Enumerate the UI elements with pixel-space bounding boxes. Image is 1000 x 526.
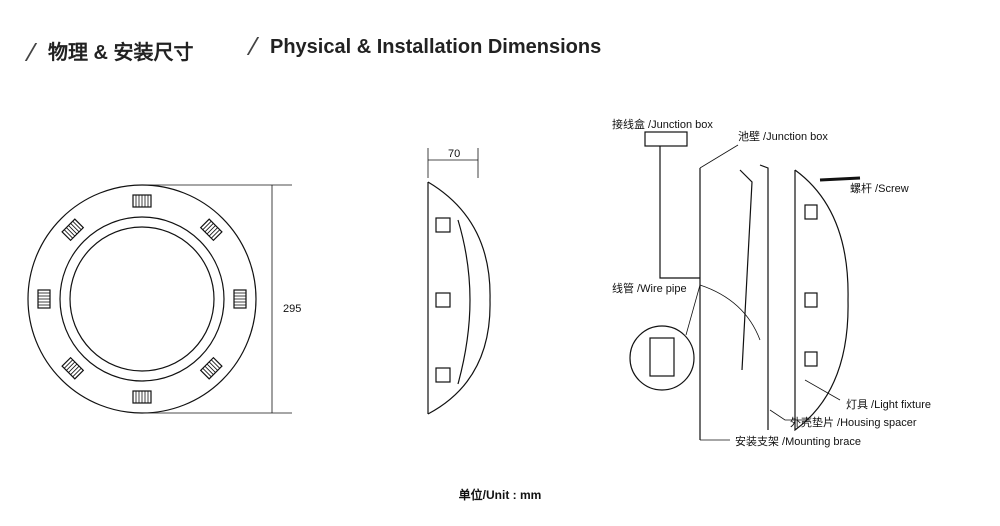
vent-slot (132, 390, 152, 404)
cable-line (699, 284, 761, 341)
vent-slot (199, 218, 223, 242)
vent-slot (61, 218, 85, 242)
housing-spacer-shape (759, 164, 769, 430)
label-junction-box-pool: 池壁 /Junction box (738, 129, 828, 143)
wire-pipe-line (659, 146, 700, 279)
fixture-vent-bottom (804, 351, 818, 367)
heading-chinese: 物理 & 安装尺寸 (24, 36, 194, 65)
label-junction-box-top: 接线盒 /Junction box (612, 117, 713, 131)
fixture-vent-middle (804, 292, 818, 308)
detail-leader (685, 284, 701, 336)
side-vent-bottom (435, 367, 451, 383)
label-screw: 螺杆 /Screw (850, 181, 909, 195)
leader-housing-spacer (769, 409, 810, 421)
vent-slot (199, 356, 223, 380)
front-view (27, 184, 292, 414)
dim-diameter-label: 295 (283, 303, 301, 315)
detail-circle (629, 325, 695, 391)
pool-wall-leader (699, 144, 739, 169)
vent-slot (132, 194, 152, 208)
leader-light-fixture (804, 379, 841, 401)
mounting-brace-shape (739, 169, 753, 371)
front-mid-ring (59, 216, 225, 382)
side-view (427, 148, 491, 415)
label-housing-spacer: 外壳垫片 /Housing spacer (790, 415, 917, 429)
vent-slots (37, 194, 247, 404)
heading-chinese-text: 物理 & 安装尺寸 (48, 42, 194, 64)
label-wire-pipe: 线管 /Wire pipe (612, 281, 687, 295)
label-light-fixture: 灯具 /Light fixture (846, 398, 931, 411)
screw-shape (819, 176, 861, 182)
front-inner-lens (69, 226, 215, 372)
light-fixture-shape (794, 169, 849, 432)
heading-english-text: Physical & Installation Dimensions (270, 36, 602, 58)
side-vent-middle (435, 292, 451, 308)
vent-slot (37, 289, 51, 309)
vent-slot (61, 356, 85, 380)
front-outer-ring (27, 184, 257, 414)
side-outer-dome (427, 181, 491, 415)
vent-slot (233, 289, 247, 309)
detail-bracket (649, 337, 675, 377)
side-inner-dome (457, 219, 471, 385)
side-vent-top (435, 217, 451, 233)
installation-view (629, 131, 861, 441)
unit-label: 单位/Unit : mm (458, 488, 542, 502)
dim-depth-label: 70 (448, 148, 460, 160)
label-mounting-brace: 安装支架 /Mounting brace (735, 434, 861, 448)
junction-box-shape (644, 131, 688, 147)
fixture-vent-top (804, 204, 818, 220)
heading-english: Physical & Installation Dimensions (246, 36, 602, 59)
